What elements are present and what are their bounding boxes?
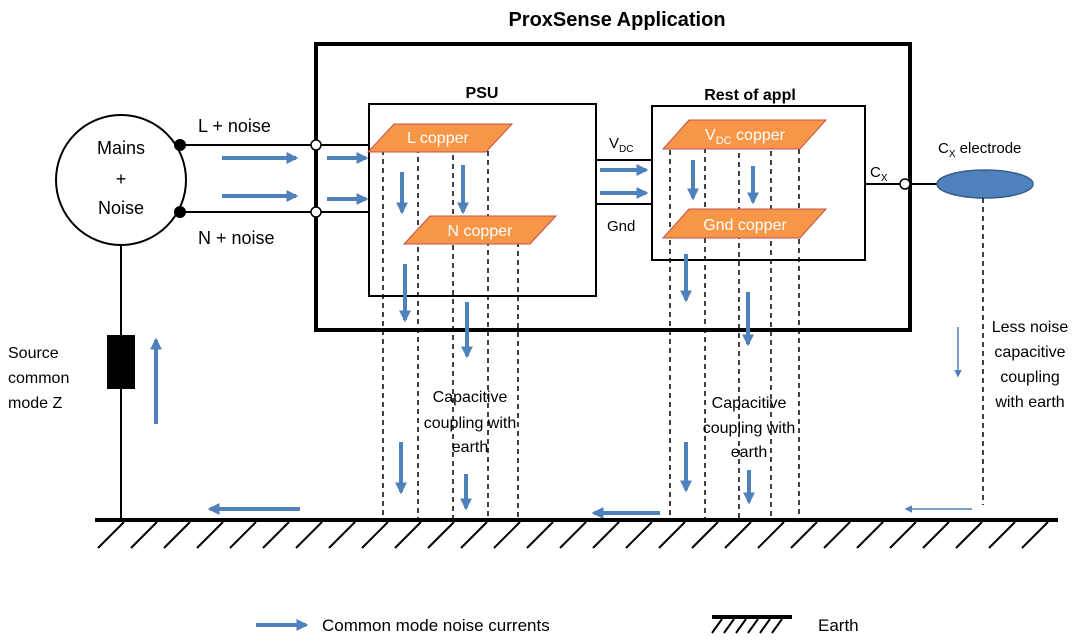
impedance-label-2: common (8, 370, 69, 387)
legend-earth-label: Earth (818, 616, 859, 635)
gnd-rail-label: Gnd (607, 218, 635, 235)
mains-label: Mains (97, 138, 145, 158)
psu-coupling-text: Capacitive coupling with earth (424, 389, 517, 456)
n-copper-label: N copper (448, 223, 514, 240)
psu-box (368, 103, 597, 297)
legend-noise-label: Common mode noise currents (322, 616, 550, 635)
electrode-label: CX electrode (938, 140, 1021, 160)
rest-of-application-label: Rest of appl (704, 87, 796, 104)
source-impedance (107, 335, 135, 389)
svg-text:capacitive: capacitive (994, 344, 1065, 361)
live-terminal (174, 139, 186, 151)
earth-ground (95, 518, 1058, 549)
rest-coupling-lines (669, 140, 800, 520)
electrode-coupling-text: Less noise capacitive coupling with eart… (992, 319, 1069, 411)
svg-text:Capacitive: Capacitive (433, 389, 508, 406)
svg-text:earth: earth (731, 444, 767, 461)
impedance-label-1: Source (8, 345, 59, 362)
svg-text:Capacitive: Capacitive (712, 395, 787, 412)
application-box (314, 42, 912, 332)
gnd-copper-label: Gnd copper (703, 217, 787, 234)
live-line-label: L + noise (198, 116, 271, 136)
rest-coupling-text: Capacitive coupling with earth (703, 395, 796, 461)
l-copper-plane (366, 123, 514, 153)
vdc-gnd-arrows (600, 164, 649, 199)
cx-label: CX (870, 164, 888, 184)
legend: Common mode noise currents Earth (256, 615, 859, 635)
svg-text:coupling with: coupling with (424, 415, 517, 432)
svg-text:earth: earth (452, 439, 488, 456)
psu-coupling-lines (382, 142, 519, 520)
vdc-rail-label: VDC (609, 135, 633, 155)
n-copper-plane (402, 215, 558, 245)
plus-label: + (116, 169, 127, 189)
l-copper-label: L copper (407, 130, 469, 147)
cx-electrode (936, 169, 1034, 199)
noise-current-arrows (150, 152, 759, 519)
neutral-terminal (174, 206, 186, 218)
vdc-copper-label: VDC copper (705, 127, 786, 147)
diagram-title: ProxSense Application (508, 9, 725, 31)
svg-text:with earth: with earth (994, 394, 1064, 411)
vdc-copper-plane (661, 119, 828, 150)
gnd-copper-plane (661, 208, 828, 239)
legend-earth-icon (711, 615, 792, 634)
impedance-label-3: mode Z (8, 395, 62, 412)
svg-text:Less noise: Less noise (992, 319, 1069, 336)
live-inlet-node (310, 139, 322, 151)
psu-label: PSU (466, 85, 499, 102)
neutral-line-label: N + noise (198, 228, 275, 248)
svg-text:coupling: coupling (1000, 369, 1060, 386)
svg-text:coupling with: coupling with (703, 420, 796, 437)
cx-node (899, 178, 911, 190)
noise-label: Noise (98, 198, 144, 218)
less-noise-arrows (904, 327, 972, 513)
neutral-inlet-node (310, 206, 322, 218)
